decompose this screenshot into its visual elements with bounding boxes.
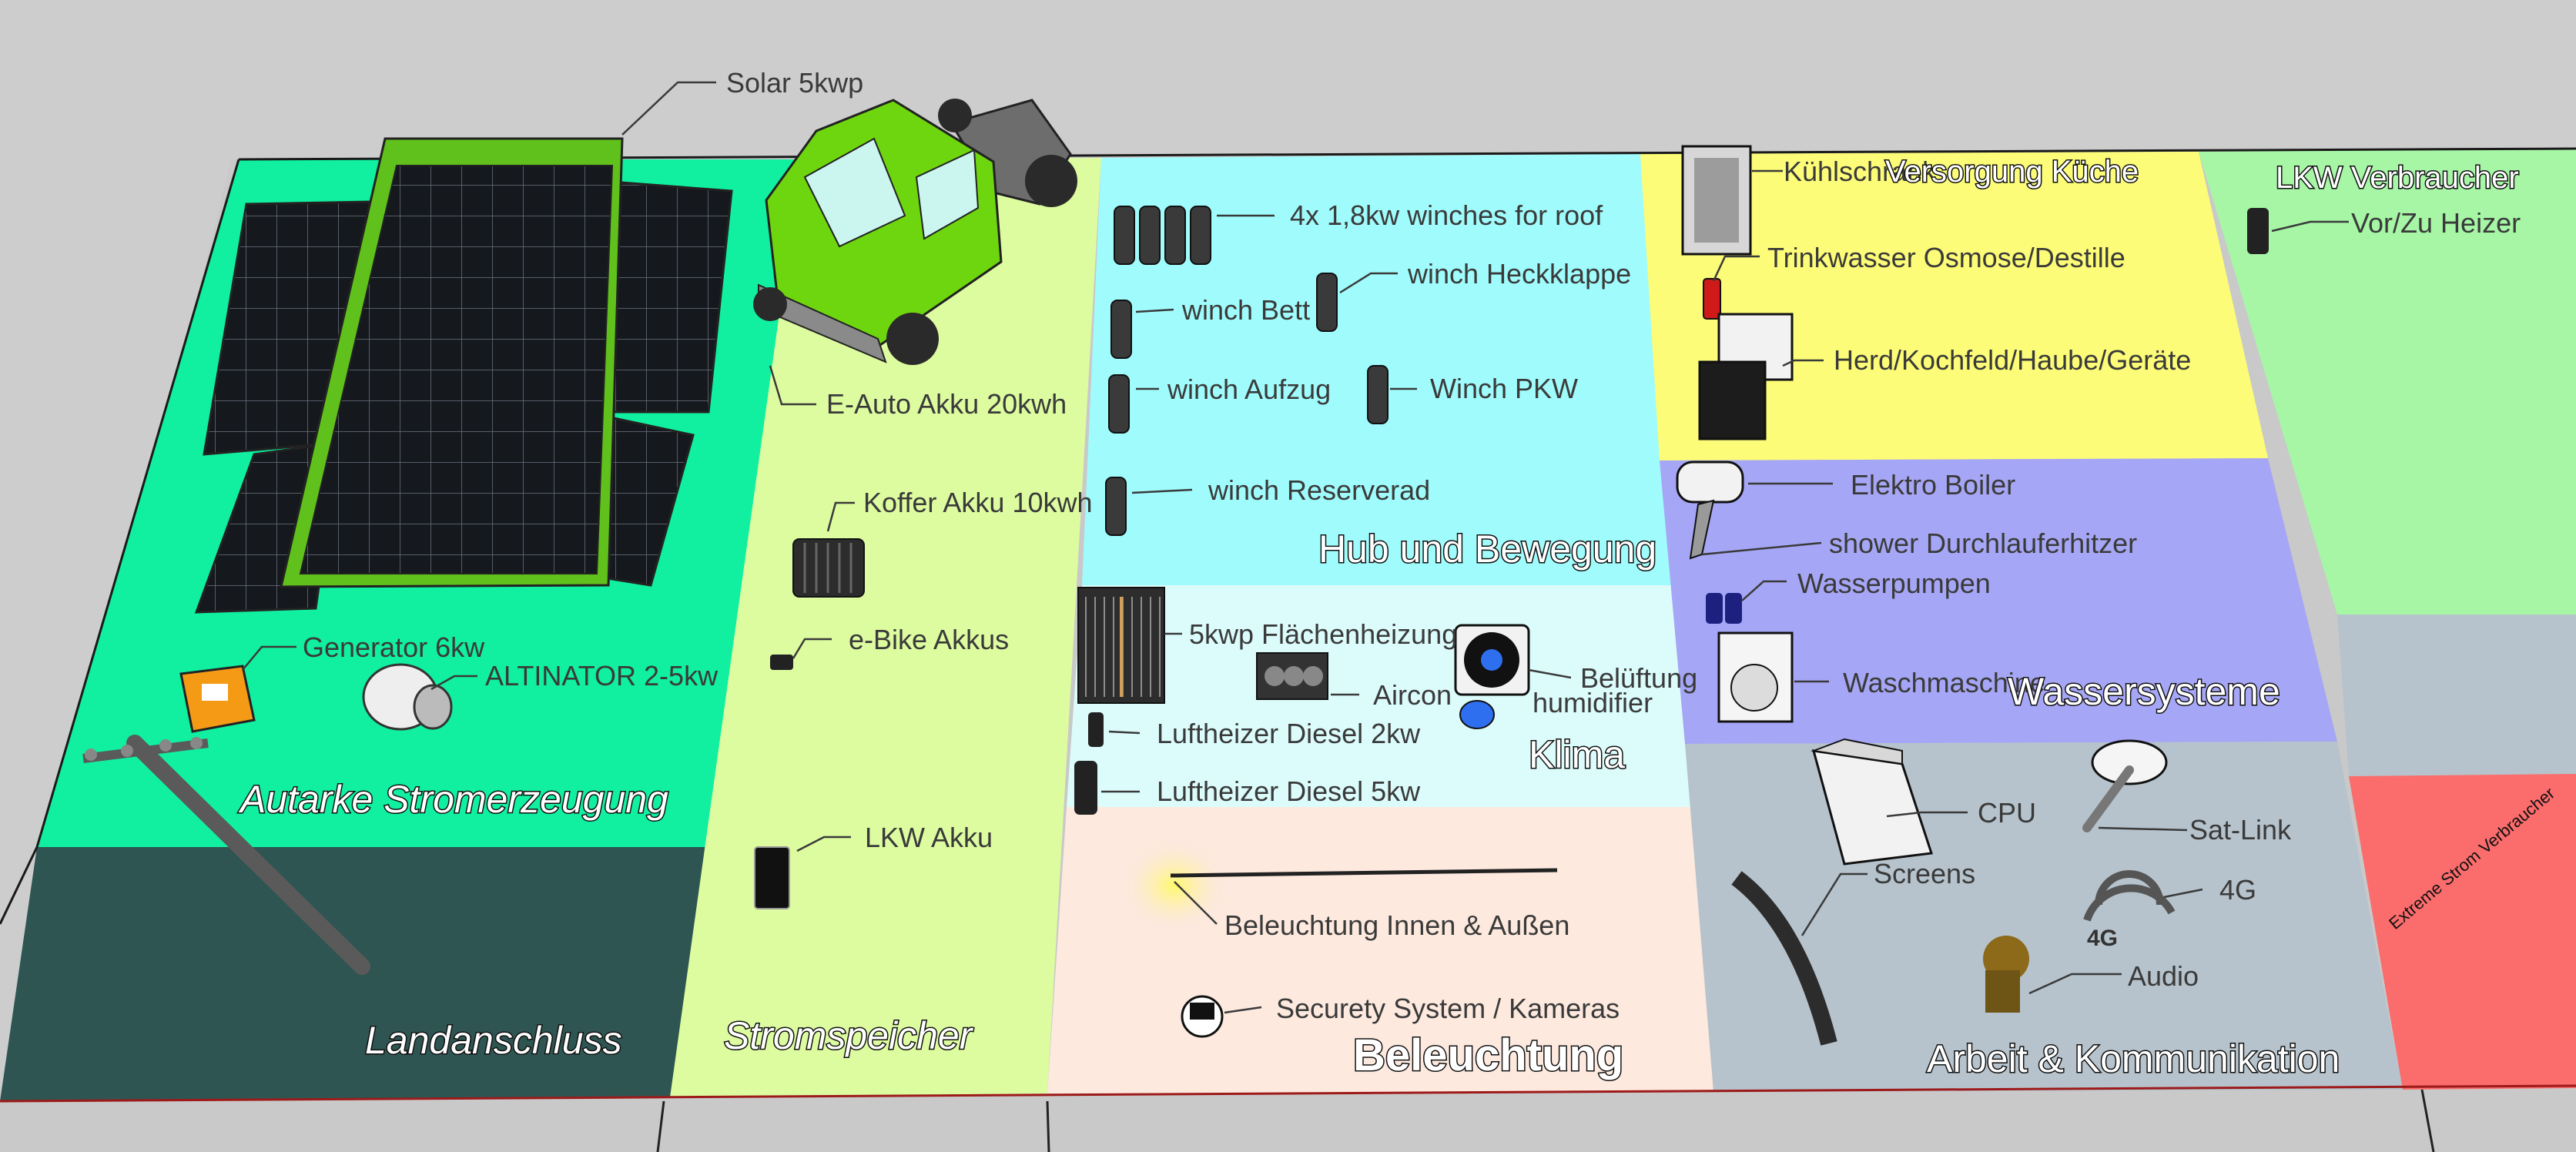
power-pole-icon: [82, 735, 370, 975]
zone-wasser: [1660, 458, 2337, 744]
winch-heckklappe-icon: [1316, 273, 1338, 332]
label-cpu: CPU: [1978, 797, 2036, 829]
label-screens: Screens: [1874, 858, 1975, 889]
flaechenheizung-icon: [1077, 587, 1165, 704]
humidifier-icon: [1459, 700, 1495, 729]
label-security: Securety System / Kameras: [1276, 993, 1620, 1024]
zone-title-lkw-verbraucher: LKW Verbraucher: [2276, 161, 2519, 195]
altinator-icon: [362, 663, 453, 731]
label-lkw-akku: LKW Akku: [865, 822, 993, 853]
label-winch-aufzug: winch Aufzug: [1167, 373, 1331, 405]
floor-back-edge: [238, 147, 2576, 161]
label-generator: Generator 6kw: [303, 631, 485, 663]
cpu-icon: [1811, 738, 1933, 866]
leader-lines: [242, 81, 2349, 1014]
label-winch-heckklappe: winch Heckklappe: [1407, 258, 1631, 290]
luftheizer-2kw-icon: [1088, 712, 1104, 747]
generator-icon: [179, 665, 256, 733]
zone-title-klima: Klima: [1529, 733, 1625, 776]
elektro-boiler-icon: [1676, 460, 1744, 504]
floor-line: [1046, 1100, 1050, 1152]
winch-reserverad-icon: [1105, 477, 1127, 536]
zone-title-arbeit: Arbeit & Kommunikation: [1927, 1037, 2340, 1080]
label-winches-roof: 4x 1,8kw winches for roof: [1290, 199, 1603, 231]
winch-pkw-icon: [1367, 365, 1388, 424]
label-trinkwasser: Trinkwasser Osmose/Destille: [1767, 242, 2125, 273]
label-elektro-boiler: Elektro Boiler: [1851, 469, 2015, 501]
kuehlschrank-icon: [1681, 145, 1752, 256]
svg-text:4G: 4G: [2087, 926, 2118, 951]
belueftung-icon: [1454, 624, 1530, 696]
label-luftheizer-5kw: Luftheizer Diesel 5kw: [1157, 775, 1421, 807]
zone-title-stromspeicher: Stromspeicher: [724, 1014, 974, 1057]
floor-front-edge: [0, 1084, 2576, 1103]
audio-icon: [1983, 936, 2029, 1013]
zone-extreme: [2349, 774, 2576, 1090]
label-solar: Solar 5kwp: [726, 67, 863, 99]
zone-kueche: [1640, 152, 2268, 460]
label-sat-link: Sat-Link: [2189, 814, 2292, 846]
label-herd: Herd/Kochfeld/Haube/Geräte: [1834, 344, 2191, 376]
wasserpumpen-icon: [1706, 593, 1742, 624]
winch-aufzug-icon: [1108, 374, 1130, 434]
label-winch-reserverad: winch Reserverad: [1208, 474, 1430, 506]
label-flaechenheizung: 5kwp Flächenheizung: [1189, 618, 1457, 650]
truck-icon: [753, 99, 1077, 365]
label-beleuchtung: Beleuchtung Innen & Außen: [1224, 909, 1569, 941]
waschmaschine-icon: [1717, 631, 1794, 723]
4g-icon: 4G: [2083, 870, 2176, 951]
vor-zu-heizer-icon: [2247, 208, 2269, 254]
label-koffer-akku: Koffer Akku 10kwh: [863, 487, 1093, 518]
floor-line: [2420, 1089, 2435, 1152]
label-wasserpumpen: Wasserpumpen: [1797, 568, 1991, 599]
screens-icon: [1731, 871, 1837, 1046]
camera-icon: [1181, 995, 1224, 1038]
zone-title-autarke: Autarke Stromerzeugung: [238, 778, 668, 821]
label-ebike-akkus: e-Bike Akkus: [849, 624, 1009, 655]
zone-grey-gap: [2337, 615, 2576, 776]
aircon-icon: [1256, 652, 1328, 700]
label-altinator: ALTINATOR 2-5kw: [485, 660, 719, 692]
label-kuehlschrank: Kühlschrank: [1784, 156, 1937, 187]
label-belueftung: Belüftung: [1580, 662, 1697, 694]
label-luftheizer-2kw: Luftheizer Diesel 2kw: [1157, 718, 1421, 749]
trinkwasser-icon: [1703, 278, 1721, 320]
label-winch-pkw: Winch PKW: [1430, 373, 1578, 404]
luftheizer-5kw-icon: [1074, 761, 1097, 815]
zone-title-landanschluss: Landanschluss: [365, 1019, 622, 1062]
label-4g: 4G: [2219, 874, 2256, 906]
zone-title-hub: Hub und Bewegung: [1318, 527, 1656, 571]
label-winch-bett: winch Bett: [1181, 294, 1310, 326]
light-glow-icon: [1121, 839, 1228, 932]
zone-lkw-verbraucher: [2199, 149, 2576, 615]
label-eauto-akku: E-Auto Akku 20kwh: [826, 388, 1067, 420]
zone-title-beleuchtung: Beleuchtung: [1353, 1030, 1623, 1080]
lkw-akku-icon: [754, 846, 790, 909]
zone-title-wassersysteme: Wassersysteme: [2008, 670, 2280, 713]
label-humidifier: humidifier: [1533, 687, 1653, 718]
label-audio: Audio: [2128, 960, 2199, 992]
label-vor-zu-heizer: Vor/Zu Heizer: [2351, 207, 2521, 239]
solar-panels-icon: [194, 137, 733, 614]
zone-klima: [1067, 585, 1694, 807]
label-waschmaschine: Waschmaschine: [1843, 667, 2045, 698]
zone-title-kueche: Versorgung Küche: [1885, 155, 2139, 189]
label-aircon: Aircon: [1373, 679, 1452, 711]
koffer-akku-icon: [792, 538, 865, 598]
floor-line: [656, 1100, 665, 1152]
ebike-akku-icon: [770, 655, 793, 670]
label-shower: shower Durchlauferhitzer: [1829, 527, 2137, 559]
zone-landanschluss: [0, 847, 708, 1101]
herd-icon: [1698, 313, 1794, 440]
winches-roof-icon: [1114, 206, 1211, 265]
led-strip-icon: [1170, 868, 1558, 878]
sat-link-icon: [2082, 739, 2168, 832]
floor-left-edge: [0, 159, 240, 925]
winch-bett-icon: [1110, 300, 1132, 359]
